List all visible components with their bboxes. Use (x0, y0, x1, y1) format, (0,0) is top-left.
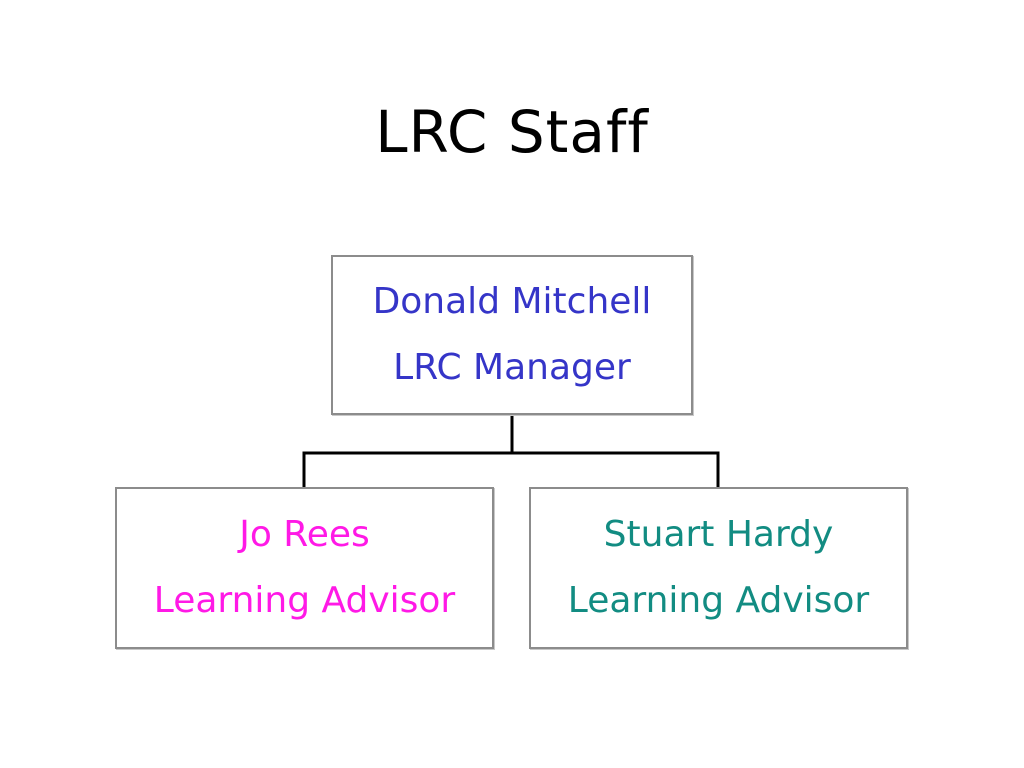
org-node-jo-rees: Jo Rees Learning Advisor (115, 487, 494, 649)
stuart-hardy-name: Stuart Hardy (603, 514, 834, 555)
org-node-stuart-hardy: Stuart Hardy Learning Advisor (529, 487, 908, 649)
stuart-hardy-role: Learning Advisor (567, 580, 870, 621)
manager-role: LRC Manager (393, 347, 631, 388)
org-node-manager: Donald Mitchell LRC Manager (331, 255, 693, 415)
manager-name: Donald Mitchell (372, 281, 652, 322)
jo-rees-role: Learning Advisor (153, 580, 456, 621)
jo-rees-name: Jo Rees (239, 514, 370, 555)
slide-title: LRC Staff (375, 98, 649, 166)
